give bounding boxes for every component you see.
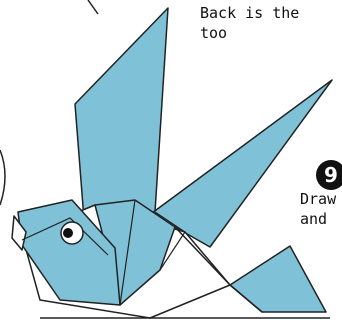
bird-pupil bbox=[63, 228, 73, 238]
step-text-line-1: Draw bbox=[300, 190, 336, 208]
tail-flap bbox=[230, 246, 326, 312]
left-edge-curve bbox=[0, 150, 5, 205]
note-line-2: too bbox=[200, 24, 227, 42]
back-wing bbox=[75, 8, 168, 232]
note-line-1: Back is the bbox=[200, 4, 299, 22]
step-text-line-2: and bbox=[300, 210, 327, 228]
top-left-stroke bbox=[88, 0, 98, 14]
step-number-badge: 9 bbox=[316, 160, 342, 190]
